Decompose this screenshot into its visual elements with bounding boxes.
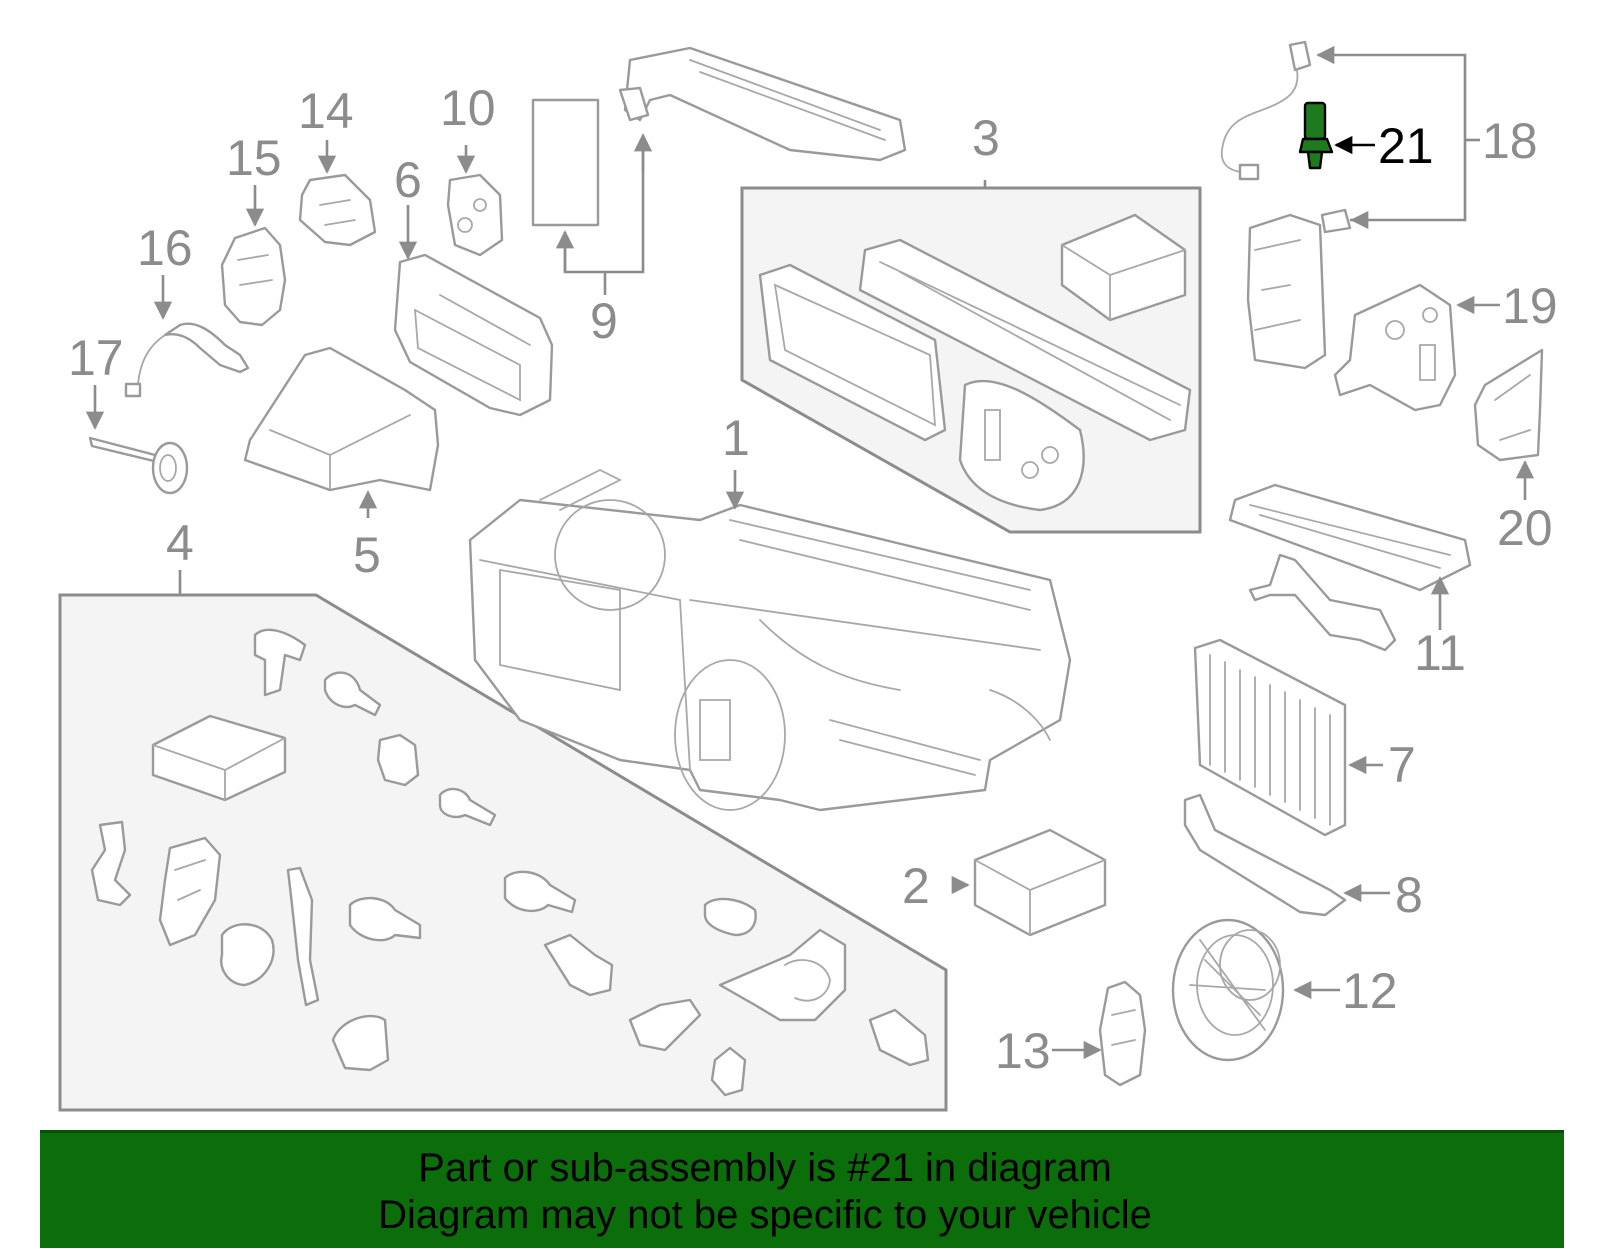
callout-6: 6 (394, 152, 422, 208)
expansion-valve-part-10[interactable] (446, 173, 504, 257)
seal-strip-part-8[interactable] (1183, 793, 1347, 917)
foam-block-part-2[interactable] (973, 828, 1107, 937)
callout-16: 16 (137, 220, 193, 276)
bracket-part-20[interactable] (1473, 348, 1544, 462)
callout-19: 19 (1502, 278, 1558, 334)
info-banner: Part or sub-assembly is #21 in diagram D… (40, 1130, 1564, 1248)
sensor-wire-part-16[interactable] (124, 322, 250, 398)
temp-sensor-part-17[interactable] (88, 436, 189, 495)
callout-11: 11 (1414, 625, 1466, 681)
callout-8: 8 (1395, 867, 1423, 923)
heater-core-part-7[interactable] (1193, 638, 1347, 837)
callout-18: 18 (1482, 113, 1538, 169)
callout-10: 10 (440, 80, 496, 136)
group-box-4 (58, 593, 948, 1112)
bracket-part-13[interactable] (1098, 980, 1147, 1087)
seal-frame-part-3[interactable] (758, 213, 1192, 512)
callout-4: 4 (166, 515, 194, 571)
sensor-harness-part-18[interactable] (1220, 40, 1352, 370)
callout-17: 17 (68, 330, 124, 386)
callout-13: 13 (995, 1023, 1051, 1079)
outlet-module-part-6[interactable] (393, 253, 554, 417)
banner-line-1: Part or sub-assembly is #21 in diagram (418, 1146, 1112, 1190)
actuator-part-14[interactable] (298, 173, 377, 247)
callout-14: 14 (298, 83, 354, 139)
evaporator-part-9[interactable] (531, 46, 907, 227)
blower-motor-part-12[interactable] (1171, 918, 1285, 1062)
banner-line-2: Diagram may not be specific to your vehi… (378, 1193, 1152, 1237)
callout-12: 12 (1342, 963, 1398, 1019)
callout-15: 15 (226, 130, 282, 186)
hvac-housing-part-1[interactable] (468, 468, 1072, 812)
callout-21: 21 (1378, 118, 1434, 174)
leader-lines (85, 45, 1535, 1060)
callout-20: 20 (1497, 500, 1553, 556)
callout-7: 7 (1388, 737, 1416, 793)
heater-core-part-11[interactable] (1228, 483, 1472, 652)
sensor-part-21[interactable] (1298, 101, 1334, 170)
callout-3: 3 (972, 110, 1000, 166)
callout-2: 2 (902, 858, 930, 914)
actuator-part-15[interactable] (220, 226, 287, 327)
duct-cover-part-5[interactable] (243, 346, 440, 492)
callout-1: 1 (722, 410, 750, 466)
callout-labels: 1 2 3 4 5 6 7 8 9 10 11 12 13 14 15 16 1… (68, 80, 1558, 1079)
actuator-kit-part-4[interactable] (90, 628, 930, 1097)
callout-5: 5 (353, 527, 381, 583)
heat-shield-part-19[interactable] (1333, 283, 1457, 412)
callout-9: 9 (590, 293, 618, 349)
